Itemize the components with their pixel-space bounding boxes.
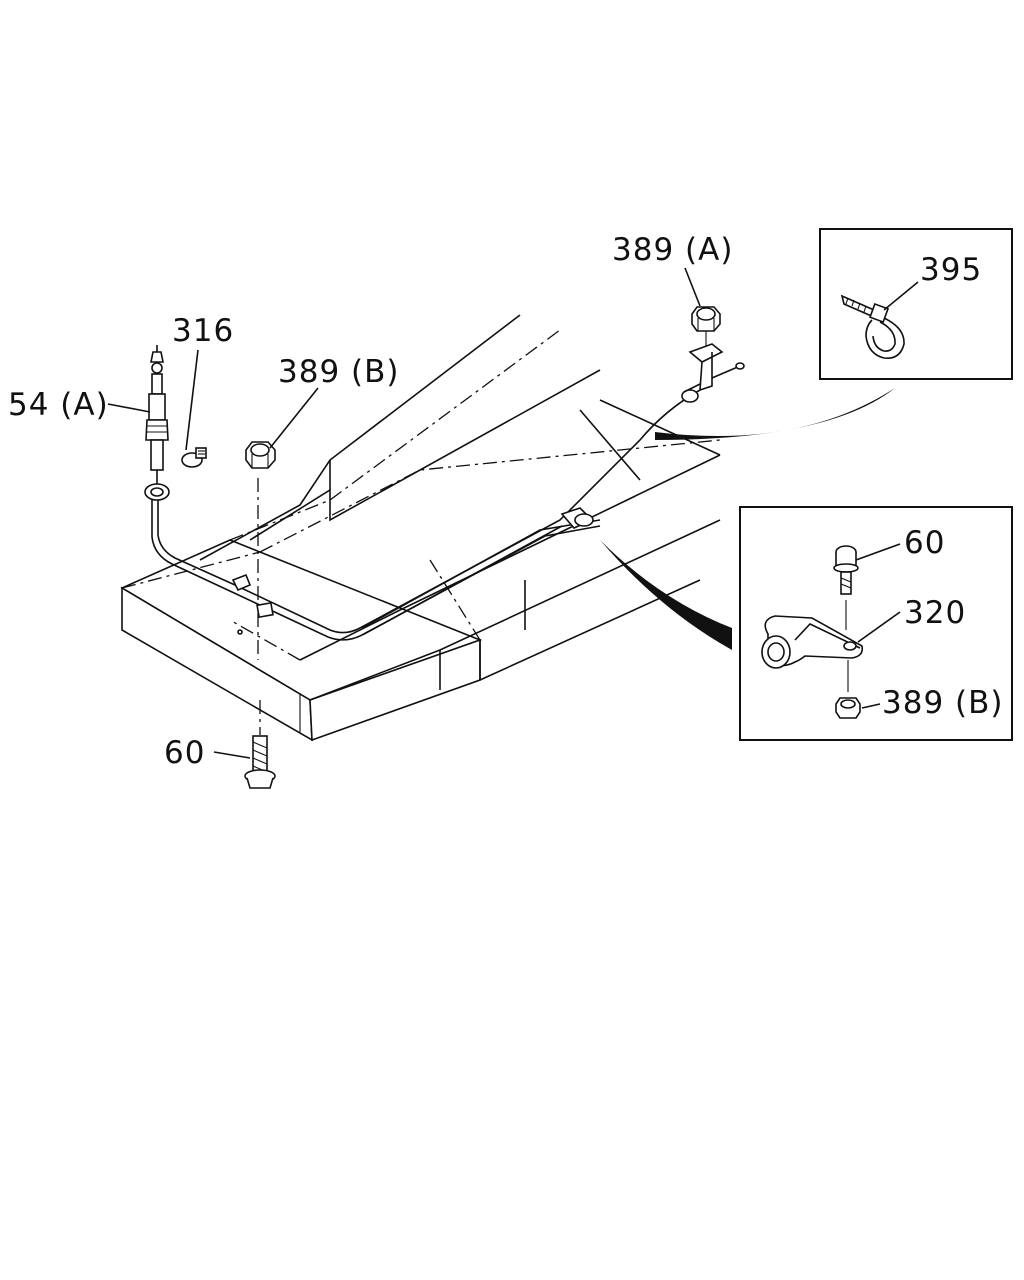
clip-316	[181, 447, 207, 468]
callout-320: 320	[904, 595, 966, 631]
callout-389b-inset: 389 (B)	[882, 685, 1003, 721]
callout-60-inset: 60	[904, 525, 945, 561]
callout-60: 60	[164, 735, 205, 771]
bracket	[681, 343, 745, 403]
inset-box-320	[739, 506, 1013, 741]
inset-box-395	[819, 228, 1013, 380]
pointer-sweep-395	[655, 388, 895, 440]
nut-389b	[245, 441, 276, 469]
callout-389b: 389 (B)	[278, 354, 399, 390]
callout-54a: 54 (A)	[8, 387, 109, 423]
sensor-54a	[144, 345, 170, 501]
cable-harness	[151, 389, 701, 641]
nut-389a	[691, 306, 721, 348]
callout-316: 316	[172, 313, 234, 349]
callout-395: 395	[920, 252, 982, 288]
pointer-sweep-320	[600, 540, 732, 650]
callout-389a: 389 (A)	[612, 232, 733, 268]
leader-lines	[107, 267, 919, 759]
bolt-60	[244, 700, 276, 789]
frame-rail	[120, 314, 721, 742]
